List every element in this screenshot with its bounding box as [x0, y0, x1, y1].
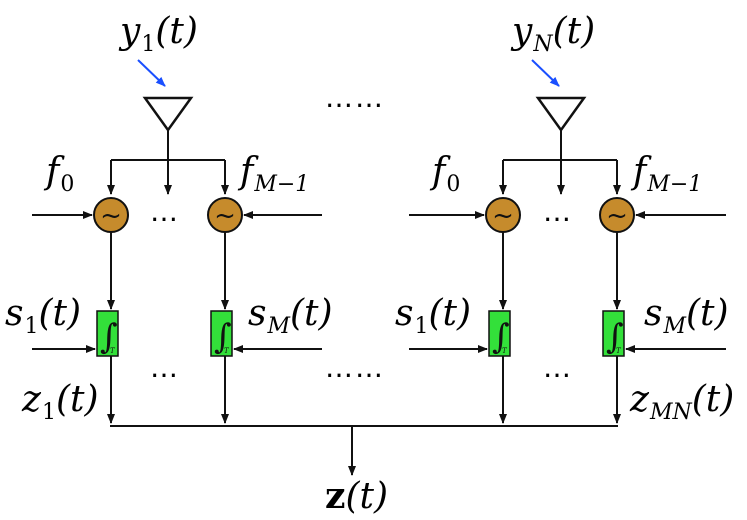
antenna-icon [535, 96, 587, 133]
output-label-last: zMN(t) [630, 379, 735, 425]
signal-label-last-2: sM(t) [644, 293, 729, 339]
ellipsis-top: …… [325, 81, 385, 114]
integral-symbol: ∫ [606, 317, 624, 357]
ellipsis-mixers-2: … [543, 195, 573, 228]
freq-label-first-2: f0 [432, 151, 461, 197]
integrator-block [210, 310, 233, 357]
mixer-tilde: ~ [606, 201, 628, 231]
integral-subscript: T [110, 347, 116, 355]
freq-label-last-1: fM−1 [240, 151, 310, 197]
pointer-arrow-2 [531, 59, 560, 87]
signal-label-last-1: sM(t) [248, 293, 333, 339]
signal-label-first-1: s1(t) [5, 293, 82, 339]
antenna-label-2: yN(t) [512, 11, 596, 57]
mixer-tilde: ~ [214, 201, 236, 231]
ellipsis-integrators-2: … [543, 351, 573, 384]
integral-symbol: ∫ [492, 317, 510, 357]
ellipsis-mixers-1: … [150, 195, 180, 228]
freq-label-first-1: f0 [46, 151, 75, 197]
integral-subscript: T [502, 347, 508, 355]
signal-label-first-2: s1(t) [395, 293, 472, 339]
final-output-label: z(t) [325, 475, 389, 517]
output-label-first: z1(t) [22, 379, 99, 425]
integrator-block [96, 310, 119, 357]
integral-subscript: T [224, 347, 230, 355]
integral-symbol: ∫ [100, 317, 118, 357]
pointer-arrow-1 [137, 59, 166, 87]
mixer-tilde: ~ [492, 201, 514, 231]
summation-bus [110, 425, 618, 476]
receiver-group-2 [409, 59, 726, 424]
receiver-group-1 [32, 59, 322, 424]
ellipsis-integrators-middle: …… [325, 351, 385, 384]
antenna-icon [142, 96, 194, 133]
integral-symbol: ∫ [214, 317, 232, 357]
ellipsis-integrators-1: … [150, 351, 180, 384]
integrator-block [488, 310, 511, 357]
integrator-block [602, 310, 625, 357]
integral-subscript: T [616, 347, 622, 355]
freq-label-last-2: fM−1 [633, 151, 703, 197]
mixer-tilde: ~ [100, 201, 122, 231]
antenna-label-1: y1(t) [120, 11, 198, 57]
